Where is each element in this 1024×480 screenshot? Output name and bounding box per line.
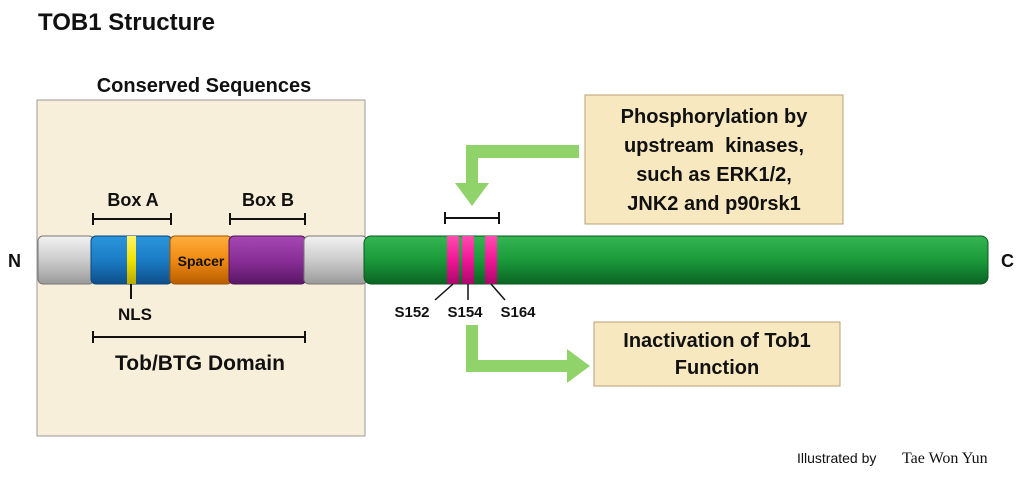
conserved-sequences-heading: Conserved Sequences <box>97 75 312 97</box>
phospho-region-bracket <box>444 212 500 224</box>
site-label-s154: S154 <box>447 304 483 321</box>
box-b-purple-segment <box>228 235 307 285</box>
credit-name: Tae Won Yun <box>902 450 988 467</box>
box-b-label: Box B <box>242 190 294 210</box>
site-leader-lines <box>434 283 506 301</box>
inactivation-note-line-1: Inactivation of Tob1 <box>623 330 810 352</box>
inactivation-arrow <box>466 325 590 383</box>
phosphorylation-note-line-1: Phosphorylation by <box>621 106 809 128</box>
page-title: TOB1 Structure <box>38 9 215 36</box>
tob-btg-domain-label: Tob/BTG Domain <box>115 352 285 375</box>
phospho-band-s154 <box>462 236 474 284</box>
nls-label: NLS <box>118 305 152 324</box>
phospho-band-s164 <box>485 236 497 284</box>
c-terminal-green-segment <box>363 235 989 285</box>
n-terminus-label: N <box>8 251 21 271</box>
phosphorylation-arrow <box>455 145 579 206</box>
nls-yellow-band <box>127 236 136 284</box>
phosphorylation-note-line-3: such as ERK1/2, <box>636 164 792 186</box>
phosphorylation-note-line-4: JNK2 and p90rsk1 <box>627 193 800 215</box>
site-label-s164: S164 <box>500 304 536 321</box>
site-label-s152: S152 <box>394 304 429 321</box>
phosphorylation-note-line-2: upstream kinases, <box>624 135 804 157</box>
spacer-label: Spacer <box>178 253 225 269</box>
credit-prefix: Illustrated by <box>797 450 876 466</box>
tob-btg-domain-bracket <box>92 331 306 343</box>
box-a-label: Box A <box>107 190 158 210</box>
c-terminus-label: C <box>1001 251 1014 271</box>
box-b-bracket <box>229 213 306 225</box>
n-terminal-gray-segment <box>37 235 95 285</box>
inactivation-note-line-2: Function <box>675 357 759 379</box>
inactivation-note-box <box>593 321 841 387</box>
box-a-bracket <box>92 213 172 225</box>
tob-btg-gray-segment <box>303 235 368 285</box>
phospho-band-s152 <box>447 236 459 284</box>
phosphorylation-note-box <box>584 94 844 225</box>
